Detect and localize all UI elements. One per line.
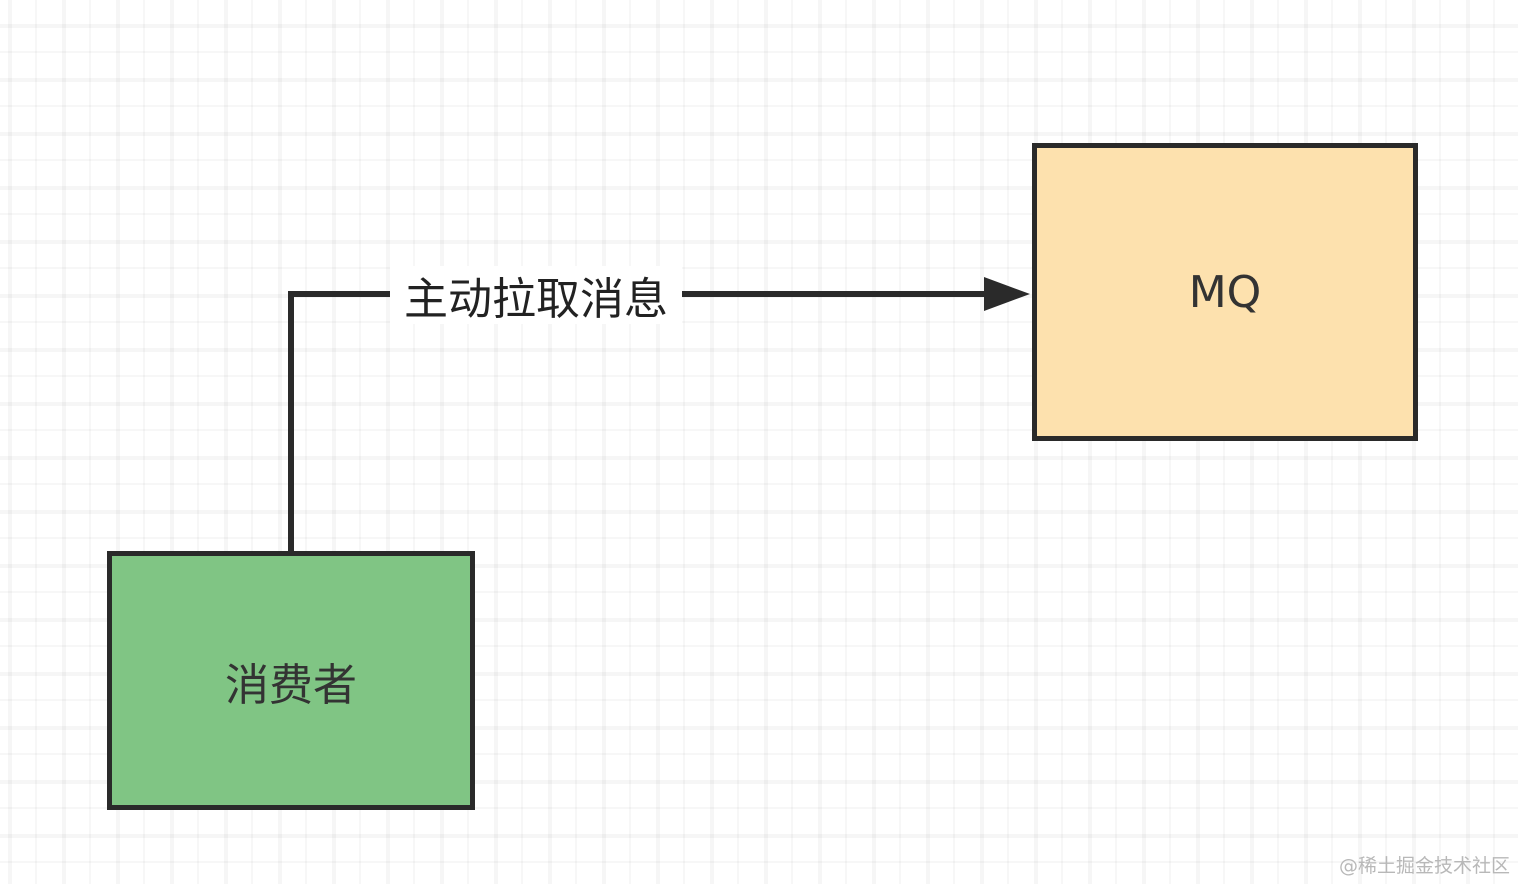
edge-consumer-to-mq[interactable] <box>288 291 988 552</box>
node-mq[interactable]: MQ <box>1032 143 1418 441</box>
edge-label[interactable]: 主动拉取消息 <box>390 266 682 325</box>
node-consumer-label: 消费者 <box>225 659 357 711</box>
watermark: @稀土掘金技术社区 <box>1338 855 1510 877</box>
node-mq-label: MQ <box>1188 266 1262 318</box>
arrowhead-icon <box>984 277 1030 311</box>
node-consumer[interactable]: 消费者 <box>107 551 475 810</box>
